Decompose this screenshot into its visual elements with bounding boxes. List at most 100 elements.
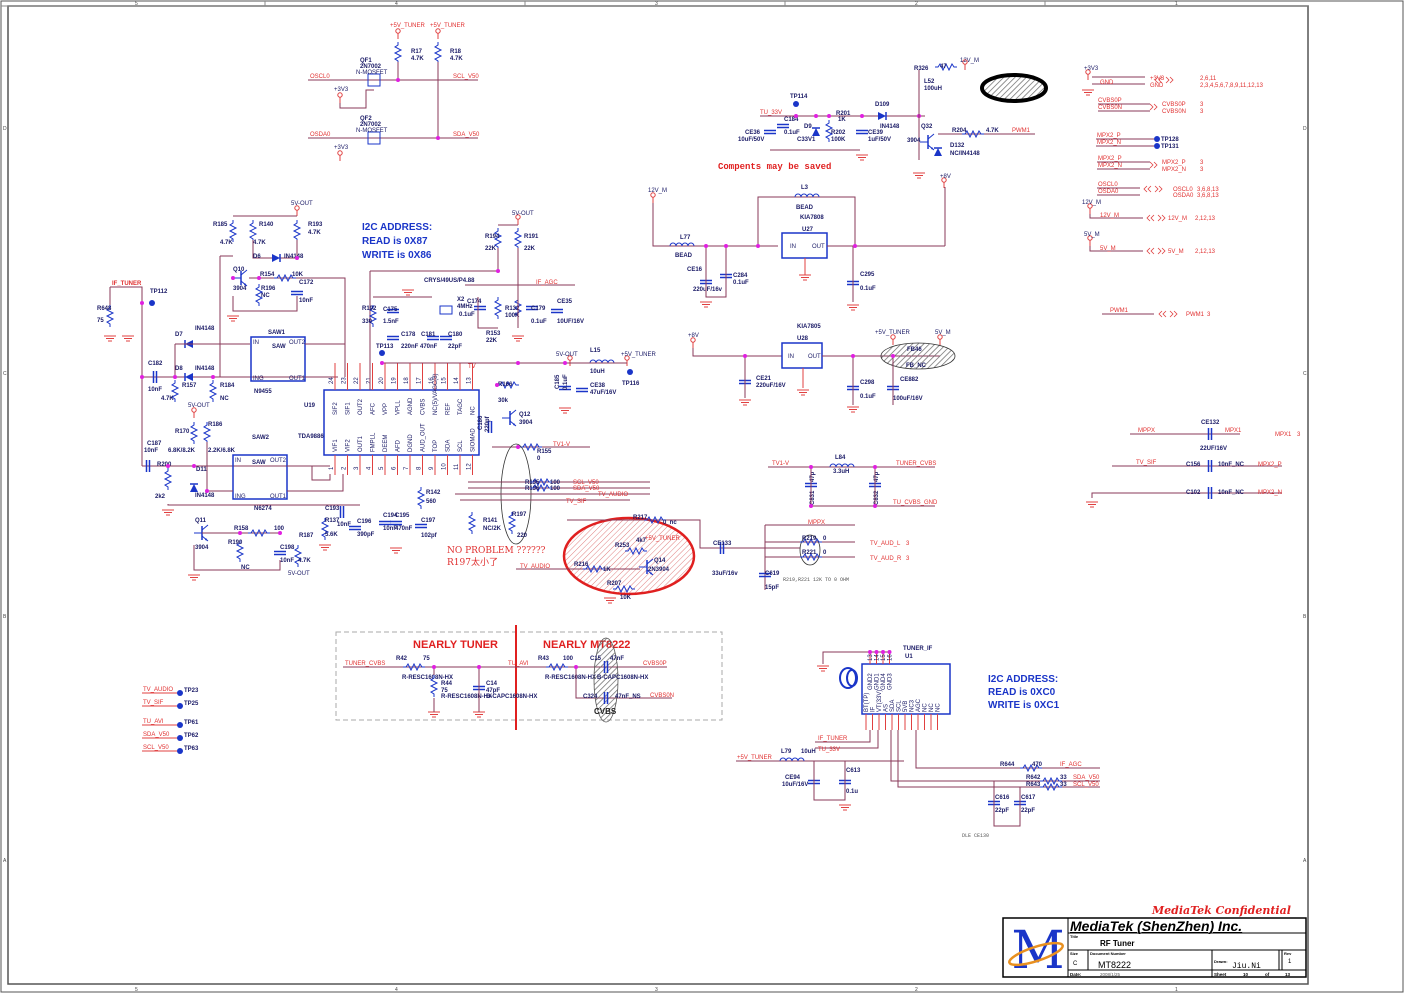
u19-top-pin-num: 15 [442, 377, 448, 384]
u19-top-pin-num: 23 [342, 377, 348, 384]
offpage-3v3-label: +3V3 [1150, 76, 1165, 82]
offpage-12vm-label: 12V_M [1168, 216, 1187, 222]
u19-top-pin-num: 16 [429, 377, 435, 384]
rev-value: 1 [1288, 959, 1292, 965]
q32-ref: Q32 [921, 124, 933, 130]
r187-ref: R187 [299, 533, 314, 539]
tp116-label: TP116 [622, 381, 640, 387]
u1-gnd-pin-name: GND2 [868, 673, 874, 690]
net-5v-tuner-b: +5V_TUNER [430, 23, 466, 29]
offpage-cvbs0n-label: CVBS0N [1162, 109, 1186, 115]
net-if-tuner-u1: IF_TUNER [818, 736, 848, 742]
q10-value: 3904 [233, 286, 247, 292]
r17-ref: R17 [411, 49, 423, 55]
tda9886-peripherals: CRYS/49US/P4.88 5V-OUT R194 22K R191 22K… [318, 211, 657, 568]
c284-value: 0.1uF [733, 280, 749, 286]
testpoint-net: SDA_V50 [143, 732, 170, 738]
tp131-net: MPX2_N [1097, 140, 1121, 146]
qf1-type: N-MOSFET [356, 70, 388, 76]
c619-ref: C619 [765, 571, 780, 577]
qf2-type: N-MOSFET [356, 128, 388, 134]
r193-ref: R193 [308, 222, 323, 228]
net-if-agc-u1: IF_AGC [1060, 762, 1082, 768]
size-value: C [1073, 961, 1078, 967]
zone-label-d-right: D [1303, 126, 1307, 132]
c195-value: 470nF [395, 526, 413, 532]
net-tv-sif-mpx: TV_SIF [1136, 460, 1157, 466]
r192-ref: R192 [362, 306, 377, 312]
c185-ref: C185 [555, 374, 561, 389]
net-tu-33v: TU_33V [760, 110, 782, 116]
u19-bot-pin-name: SDA [446, 440, 452, 452]
net-tu-avi-box: TU_AVI [508, 661, 529, 667]
c196-value: 390pF [357, 532, 375, 538]
cvbs-marker-label: CVBS [594, 707, 617, 716]
zone-label-3: 3 [655, 1, 658, 7]
u19-bot-pin-num: 11 [454, 463, 460, 470]
ce36-value: 10uF/50V [738, 137, 764, 143]
net-5v-tuner-reg: +5V_TUNER [875, 330, 911, 336]
tp112-label: TP112 [150, 289, 168, 295]
u27-in: IN [790, 244, 796, 250]
c298-value: 0.1uF [860, 394, 876, 400]
c198-value: 10nF [280, 558, 294, 564]
of-label: of [1265, 972, 1270, 977]
title-label: Title [1070, 934, 1079, 939]
c616-value: 22pF [995, 808, 1009, 814]
c186-ref: C186 [478, 415, 484, 430]
c14-ref: C14 [486, 681, 498, 687]
zone-label-2-bottom: 2 [915, 987, 918, 993]
c14-footprint: B-CAPC1608N-HX [486, 694, 537, 700]
r158-value: 100 [274, 526, 285, 532]
offpage-12vm-sheets: 2,12,13 [1195, 216, 1216, 222]
if-input-section: IF_TUNER R648 75 TP112 C182 10nF D7 IN41… [97, 201, 360, 581]
c15-value: 47nF [610, 656, 624, 662]
c175-value: 1.5nF [383, 319, 399, 325]
r170-ref: R170 [175, 429, 190, 435]
u19-top-pin-num: 13 [467, 377, 473, 384]
note-r219-r221: R219,R221 12K TO 0 OHM [783, 577, 849, 583]
u27-out: OUT [812, 244, 825, 250]
net-tu33v-u1: TU_33V [818, 747, 840, 753]
net-5v-m-reg: 5V_M [935, 330, 951, 336]
r136-ref: R136 [525, 486, 540, 492]
testpoint-label: TP63 [184, 746, 199, 752]
d11-value: IN4148 [195, 493, 215, 499]
u19-top-pin-name: NC [471, 406, 477, 415]
offpage-5vm-label: 5V_M [1168, 249, 1184, 255]
offpage-cvbs0p-net: CVBS0P [1098, 98, 1122, 104]
r154-ref: R154 [260, 272, 275, 278]
l3-ref: L3 [801, 185, 809, 191]
ce132-ref: CE132 [1201, 420, 1220, 426]
u19-bot-pin-num: 1 [329, 466, 335, 470]
r197-value: 220 [517, 533, 528, 539]
net-mpx2p: MPX2_P [1258, 462, 1282, 468]
saw2-pin-ing: ING [235, 494, 246, 500]
u1-gnd-pin-num: 16 [888, 654, 894, 661]
r185-value: 4.7K [220, 240, 233, 246]
u19-bot-pin-num: 9 [429, 466, 435, 470]
u1-pin-name: IF [871, 706, 877, 712]
u19-top-pin-num: 18 [404, 377, 410, 384]
net-mpx2n: MPX2_N [1258, 490, 1282, 496]
c298-ref: C298 [860, 380, 875, 386]
r155-ref: R155 [537, 449, 552, 455]
c181-ref: C181 [421, 332, 436, 338]
ce35-value: 10UF/16V [557, 319, 584, 325]
net-tv: TV [468, 364, 476, 370]
net-cvbs0p-box: CVBS0P [643, 661, 667, 667]
net-cvbs0n-box: CVBS0N [650, 693, 674, 699]
net-12v-offpage-pwr: 12V_M [1082, 200, 1101, 206]
r190-ref: R190 [228, 540, 243, 546]
net-8v-reg: +8V [688, 333, 699, 339]
ce132-value: 22UF/16V [1200, 446, 1227, 452]
ce16-value: 220uF/16v [693, 287, 723, 293]
company-name: MediaTek (ShenZhen) Inc. [1070, 918, 1242, 934]
u28-in: IN [788, 354, 794, 360]
l3-value: BEAD [796, 205, 814, 211]
r137-value: 5.6K [325, 532, 338, 538]
d9-value: C33V1 [797, 137, 816, 143]
r186-value: 2.2K/6.8K [208, 448, 236, 454]
r648-value: 75 [97, 318, 104, 324]
